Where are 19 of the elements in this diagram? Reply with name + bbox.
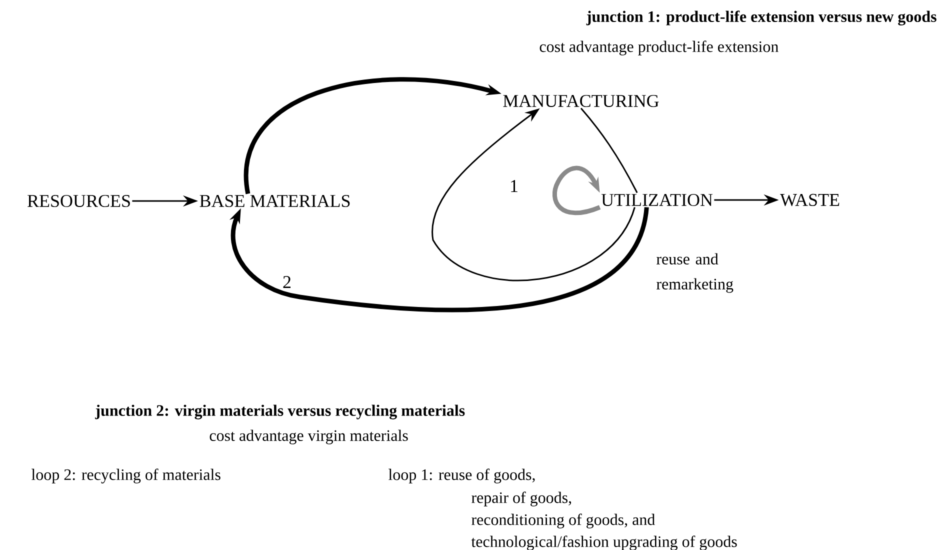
node-label: BASE MATERIALS (200, 194, 350, 208)
note-text: technological/fashion upgrading of goods (471, 536, 737, 550)
node-label: RESOURCES (28, 194, 130, 208)
loop-number: 2 (282, 275, 292, 289)
loop-number: 1 (508, 179, 520, 193)
heading: junction 2: virgin materials versus recycling materials (95, 404, 465, 420)
note-text: loop 1: reuse of goods, (388, 468, 535, 484)
node-label: MANUFACTURING (503, 94, 659, 108)
note-text: reconditioning of goods, and (472, 514, 655, 528)
note-text: cost advantage product-life extension (540, 40, 778, 56)
heading: junction 1: product-life extension versus new goods (586, 10, 936, 26)
note-text: reuse and remarketing (656, 253, 734, 293)
arrow (229, 206, 649, 312)
note-text: loop 2: recycling of materials (32, 468, 220, 484)
note-text: cost advantage virgin materials (210, 430, 408, 444)
arrow (552, 166, 601, 216)
note-text: repair of goods, (472, 492, 572, 506)
node-label: UTILIZATION (601, 194, 713, 206)
node-label: WASTE (780, 194, 840, 206)
